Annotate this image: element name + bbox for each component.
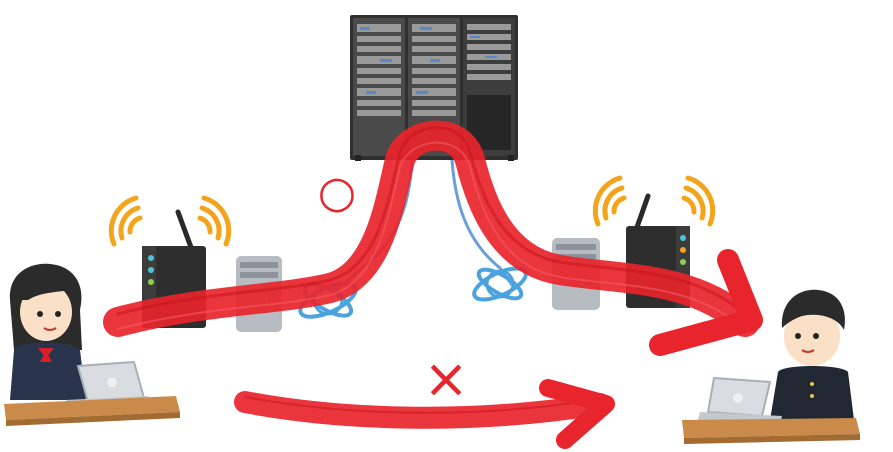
laptop-icon xyxy=(698,376,782,424)
desk-icon xyxy=(4,396,180,426)
desk-icon xyxy=(682,418,860,444)
ng-mark: × xyxy=(423,347,468,410)
student-boy-icon xyxy=(770,289,854,420)
server-rack-icon xyxy=(350,15,518,161)
direct-route-arrow xyxy=(234,379,615,449)
ok-mark: ○ xyxy=(318,167,356,218)
student-girl-icon xyxy=(9,263,86,400)
route-via-server-arrow xyxy=(103,120,763,356)
